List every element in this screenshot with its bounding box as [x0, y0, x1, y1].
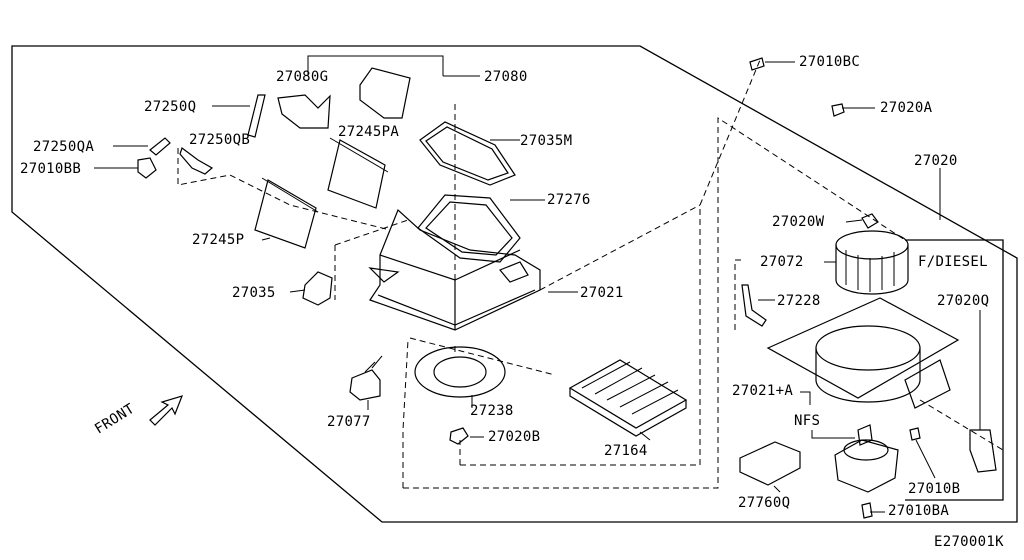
label-27250Q: 27250Q: [144, 99, 197, 115]
washer-27020W: [861, 213, 879, 229]
screw-27010B: [909, 427, 921, 441]
label-27228: 27228: [777, 293, 821, 309]
nut-27020B: [449, 427, 469, 445]
door-27245P: [254, 179, 317, 249]
label-27035: 27035: [232, 285, 276, 301]
label-27035M: 27035M: [520, 133, 573, 149]
label-27020B: 27020B: [488, 429, 541, 445]
label-27010BC: 27010BC: [799, 54, 861, 70]
blower-housing: [766, 297, 960, 409]
label-27021A: 27021+A: [732, 383, 794, 399]
label-27077: 27077: [327, 414, 371, 430]
diagram-id: E270001K: [934, 534, 1004, 550]
seal-27035: [302, 271, 333, 306]
label-27020Q: 27020Q: [937, 293, 990, 309]
seal-27035M: [419, 121, 516, 186]
label-nfs: NFS: [794, 413, 821, 429]
label-27164: 27164: [604, 443, 648, 459]
screw-27010BA: [861, 502, 873, 519]
actuator-27077: [349, 369, 381, 401]
fan-27072: [835, 230, 909, 295]
label-27010BB: 27010BB: [20, 161, 82, 177]
label-variant-diesel: F/DIESEL: [918, 254, 988, 270]
pin-27250QA: [149, 137, 171, 156]
link-27250Q: [247, 94, 266, 138]
lever-27250QB: [179, 147, 214, 175]
screw-27010BB: [137, 157, 157, 179]
label-27238: 27238: [470, 403, 514, 419]
screw-27020A: [831, 103, 845, 117]
seal-27276: [417, 194, 521, 263]
label-27760Q: 27760Q: [738, 495, 791, 511]
label-27250QB: 27250QB: [189, 132, 251, 148]
label-27021: 27021: [580, 285, 624, 301]
blower-subassembly-outline: [905, 239, 1004, 501]
resistor-27760Q: [739, 441, 801, 486]
label-27245P: 27245P: [192, 232, 245, 248]
door-27245PA: [327, 139, 386, 209]
label-27010BA: 27010BA: [888, 503, 950, 519]
motor-27760: [834, 424, 899, 493]
screw-27010BC: [749, 57, 765, 71]
label-27080: 27080: [484, 69, 528, 85]
label-27245PA: 27245PA: [338, 124, 400, 140]
label-27080G: 27080G: [276, 69, 329, 85]
bracket-27020Q: [969, 429, 997, 473]
label-27020A: 27020A: [880, 100, 933, 116]
label-27072: 27072: [760, 254, 804, 270]
bracket-27080: [359, 67, 411, 119]
label-27276: 27276: [547, 192, 591, 208]
label-27020W: 27020W: [772, 214, 825, 230]
label-27020: 27020: [914, 153, 958, 169]
label-27250QA: 27250QA: [33, 139, 95, 155]
bracket-27080G: [277, 94, 331, 129]
ring-27238: [414, 346, 506, 398]
filter-27164: [568, 359, 688, 437]
front-arrow-icon: [149, 395, 184, 426]
hose-27228: [741, 284, 767, 327]
label-27010B: 27010B: [908, 481, 961, 497]
assembly-outline: [11, 45, 1018, 523]
